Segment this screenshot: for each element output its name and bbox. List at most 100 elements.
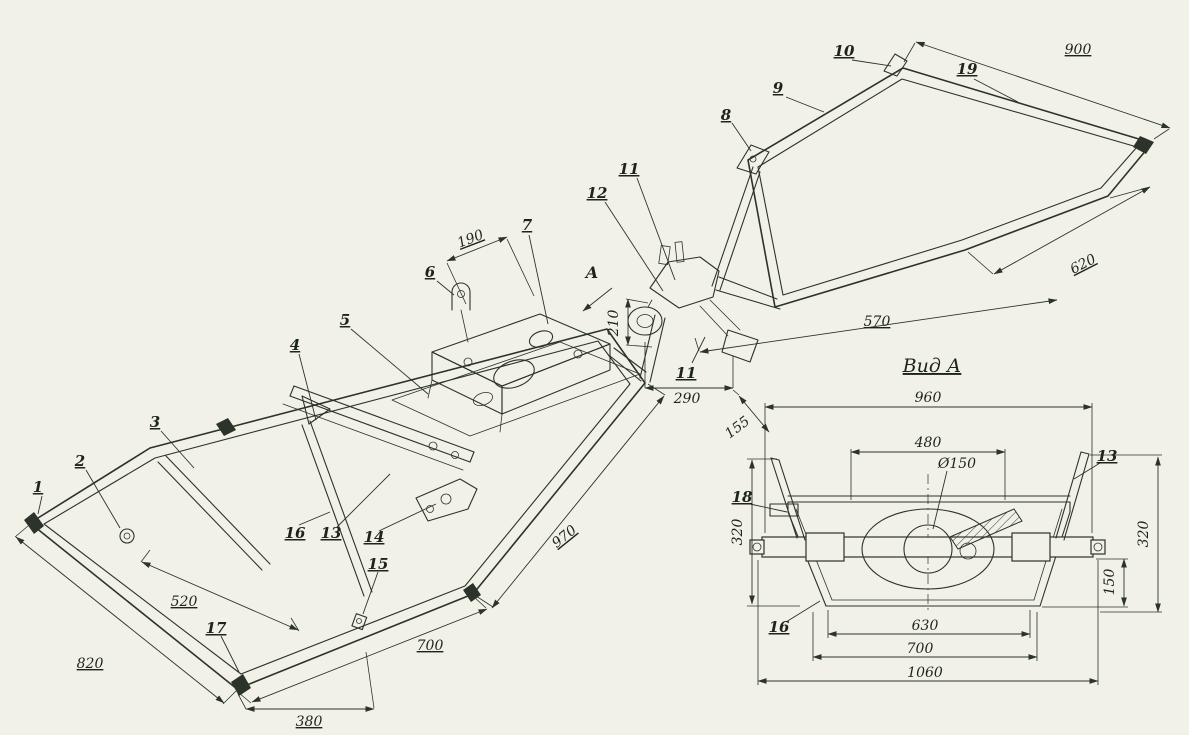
callout-16-view-a-label: 16 — [769, 618, 790, 636]
callout-2-label: 2 — [74, 452, 85, 470]
callout-14-main: 14 — [364, 503, 437, 546]
mount-right-face — [501, 343, 611, 415]
cross-member-1b — [165, 455, 271, 565]
corner-pad-right — [463, 583, 481, 602]
dim-320-right: 320 — [1090, 454, 1162, 613]
hinge-assembly-drawing — [627, 241, 781, 383]
axle-cap-right — [1090, 539, 1106, 555]
dim-630-label: 630 — [912, 618, 939, 634]
mount-bolt-2 — [573, 349, 583, 359]
callout-10: 10 — [834, 42, 892, 67]
dim-620-label: 620 — [1068, 251, 1099, 277]
mount-hole-extra — [472, 392, 494, 406]
dim-320-right-label: 320 — [1136, 521, 1152, 548]
callout-8: 8 — [721, 106, 752, 152]
dim-290-label: 290 — [673, 391, 701, 407]
dim-210-label: 210 — [606, 310, 622, 338]
view-a-drawing — [749, 451, 1106, 614]
mount-bolt-1 — [463, 357, 473, 367]
mount-top-face — [431, 313, 611, 387]
pivot-cylinder — [627, 306, 663, 336]
dim-150-diameter: Ø150 — [932, 456, 976, 530]
mount-support-1 — [427, 379, 433, 399]
dim-570-label: 570 — [864, 314, 891, 330]
bracket-part-18 — [769, 503, 799, 517]
callout-13-view-a: 13 — [1073, 447, 1118, 480]
cross-member-2 — [301, 424, 365, 597]
corner-pad-bottom — [231, 674, 251, 696]
dim-190: 190 — [446, 227, 535, 305]
dim-700-view-a-label: 700 — [907, 641, 934, 657]
bracket-14-hole-1 — [440, 493, 452, 505]
bracket-14-hole-2 — [426, 505, 434, 513]
main-frame-drawing — [24, 328, 646, 696]
dim-380-label: 380 — [296, 714, 323, 730]
crossbar-drawing — [282, 385, 475, 471]
callout-19-label: 19 — [957, 60, 978, 78]
callout-1: 1 — [33, 478, 43, 515]
mount-strut-1 — [609, 355, 642, 382]
dim-570: 570 — [694, 298, 1058, 354]
crossbar-upper-edge — [293, 385, 475, 453]
dim-150-diameter-label: Ø150 — [937, 456, 976, 472]
callout-15-main-label: 15 — [368, 555, 389, 573]
left-arm-inner — [778, 459, 806, 541]
callout-17-label: 17 — [206, 619, 227, 637]
loop-brace-2 — [719, 171, 761, 291]
dim-1060: 1060 — [757, 560, 1099, 685]
hinge-link-1 — [647, 299, 653, 308]
cross-member-2b — [309, 420, 373, 593]
dim-960-label: 960 — [915, 390, 942, 406]
right-arm-tip — [1080, 451, 1090, 455]
dim-820: 820 — [14, 525, 237, 705]
crossbar-cap-left — [289, 385, 295, 397]
crossbar-bolt-2 — [451, 451, 459, 459]
mount-support-2 — [499, 413, 503, 433]
view-a-title: Вид А — [902, 355, 962, 377]
callout-13-main-label: 13 — [321, 524, 342, 542]
crossbar-cap-right — [469, 451, 475, 463]
callout-9-label: 9 — [773, 79, 784, 97]
tow-eyelet-hole — [123, 532, 131, 540]
callout-5: 5 — [340, 311, 429, 395]
callout-16-main-label: 16 — [285, 524, 306, 542]
callout-15-main: 15 — [362, 555, 389, 615]
left-arm-outer — [770, 457, 798, 539]
hinge-arm-top — [718, 276, 778, 300]
dim-970-label: 970 — [549, 522, 580, 551]
callout-10-label: 10 — [834, 42, 855, 60]
dim-620: 620 — [967, 186, 1151, 278]
dim-820-label: 820 — [77, 656, 104, 672]
corner-pad-left — [24, 512, 44, 534]
view-direction-a: A — [582, 263, 613, 312]
pivot-cylinder-bore — [636, 314, 654, 328]
corner-plate-part-8 — [736, 144, 770, 175]
callout-18-label: 18 — [732, 488, 753, 506]
mount-strut-2 — [613, 347, 647, 373]
hinge-fork-line-1 — [699, 305, 729, 337]
callout-7: 7 — [522, 216, 549, 325]
dim-970: 970 — [475, 383, 666, 609]
axle-stub-right — [1093, 542, 1103, 552]
callout-4: 4 — [290, 336, 317, 421]
callout-1-label: 1 — [33, 478, 43, 496]
hinge-plate-2 — [674, 241, 685, 263]
pan-right-wall — [1039, 501, 1071, 607]
hatched-grille — [949, 508, 1023, 550]
crossbar-lower-edge — [289, 395, 471, 463]
hub-circle-150 — [903, 524, 953, 574]
callout-11-upper-label: 11 — [619, 160, 640, 178]
u-bracket-part-6 — [451, 282, 471, 311]
hinge-bracket — [649, 256, 720, 309]
dim-290: 290 — [644, 342, 734, 407]
corner-pad-top — [216, 418, 236, 436]
dim-480-label: 480 — [914, 435, 942, 451]
callout-13-view-a-label: 13 — [1097, 447, 1118, 465]
loop-outer-outline — [747, 67, 1153, 308]
tow-eyelet — [119, 528, 135, 544]
mount-hole-small — [528, 330, 554, 348]
bracket-part-14 — [415, 478, 478, 522]
mount-block-left — [805, 532, 845, 562]
crossbar-gusset — [301, 395, 331, 425]
